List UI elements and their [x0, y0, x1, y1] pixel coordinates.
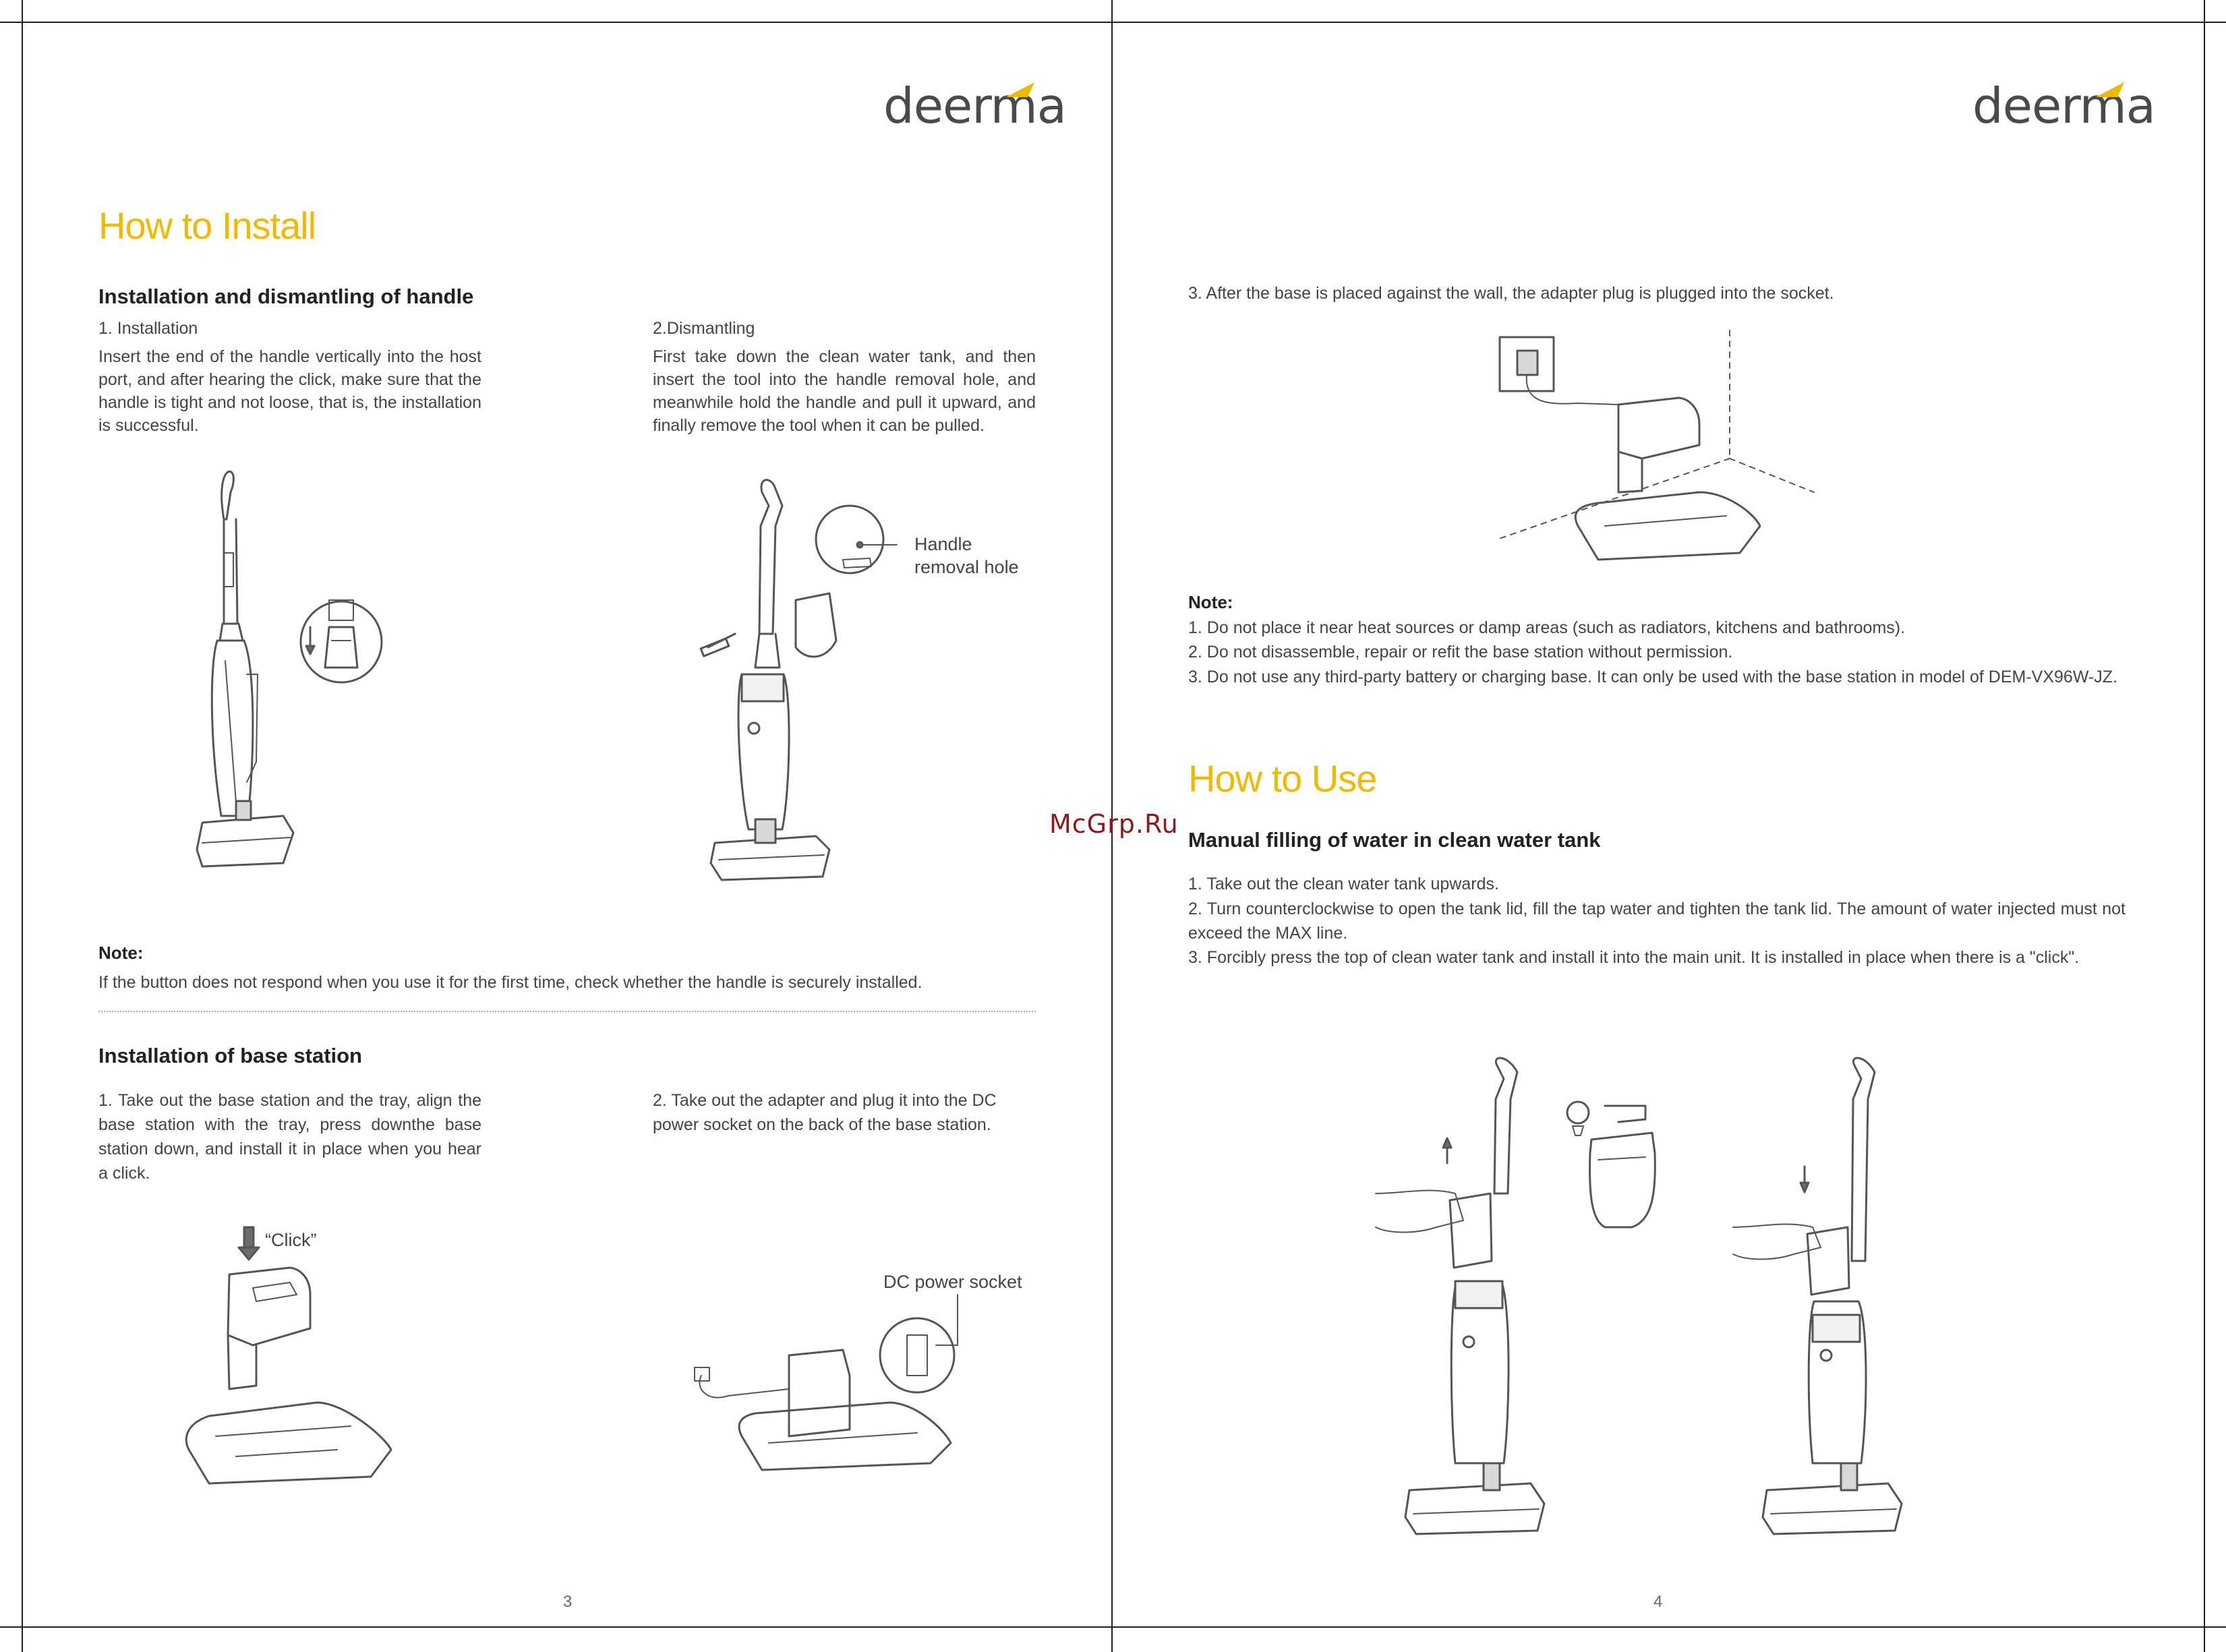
install-text: Insert the end of the handle vertically …: [98, 347, 481, 435]
crop-line-top: [0, 22, 2226, 23]
base-click-illustration: [185, 1226, 392, 1485]
base-step2-text: 2. Take out the adapter and plug it into…: [653, 1091, 997, 1134]
crop-line-right: [2204, 0, 2205, 1652]
right-note-item-3: 3. Do not use any third-party battery or…: [1188, 668, 2118, 686]
water-item-1: 1. Take out the clean water tank upwards…: [1188, 875, 1499, 893]
brand-logo-left: deerma: [883, 78, 1067, 134]
fill-tank-illustration: [1566, 1100, 1656, 1229]
section-title-install: How to Install: [98, 204, 316, 247]
left-note-text: If the button does not respond when you …: [98, 973, 922, 992]
handle-heading: Installation and dismantling of handle: [98, 285, 474, 308]
brand-logo-right: deerma: [1972, 78, 2156, 134]
logo-accent-left: [1006, 82, 1034, 97]
left-note-title: Note:: [98, 943, 144, 963]
crop-line-left: [22, 0, 23, 1652]
right-note-item-2: 2. Do not disassemble, repair or refit t…: [1188, 643, 1733, 661]
right-note-item-1: 1. Do not place it near heat sources or …: [1188, 618, 1906, 637]
right-note-title: Note:: [1188, 592, 1233, 612]
page-number-left: 3: [563, 1593, 573, 1611]
dismantle-text: First take down the clean water tank, an…: [653, 347, 1036, 435]
water-item-3: 3. Forcibly press the top of clean water…: [1188, 948, 2080, 967]
base-station-heading: Installation of base station: [98, 1044, 362, 1067]
dismantle-label: 2.Dismantling: [653, 319, 755, 338]
click-label: “Click”: [265, 1230, 317, 1250]
watermark: McGrp.Ru: [1049, 809, 1179, 839]
remove-tank-illustration: [1375, 1057, 1546, 1535]
water-item-2: 2. Turn counterclockwise to open the tan…: [1188, 899, 2126, 943]
install-label: 1. Installation: [98, 319, 198, 338]
crop-line-bottom: [0, 1626, 2226, 1628]
water-heading: Manual filling of water in clean water t…: [1188, 828, 1601, 852]
insert-tank-illustration: [1732, 1057, 1903, 1535]
base-step1-text: 1. Take out the base station and the tra…: [98, 1091, 481, 1183]
page-number-right: 4: [1653, 1593, 1663, 1611]
dc-socket-label: DC power socket: [883, 1272, 1022, 1292]
dc-socket-illustration: [694, 1294, 958, 1471]
handle-removal-hole-label: Handle removal hole: [914, 534, 1019, 577]
logo-accent-right: [2096, 82, 2124, 97]
dotted-separator: [98, 1011, 1036, 1012]
handle-dismantle-illustration: [699, 479, 898, 881]
handle-install-illustration: [196, 470, 383, 868]
section-title-use: How to Use: [1188, 757, 1377, 800]
wall-socket-illustration: [1496, 330, 1815, 561]
page-divider: [1111, 0, 1113, 1652]
base-step3-text: 3. After the base is placed against the …: [1188, 284, 1834, 303]
